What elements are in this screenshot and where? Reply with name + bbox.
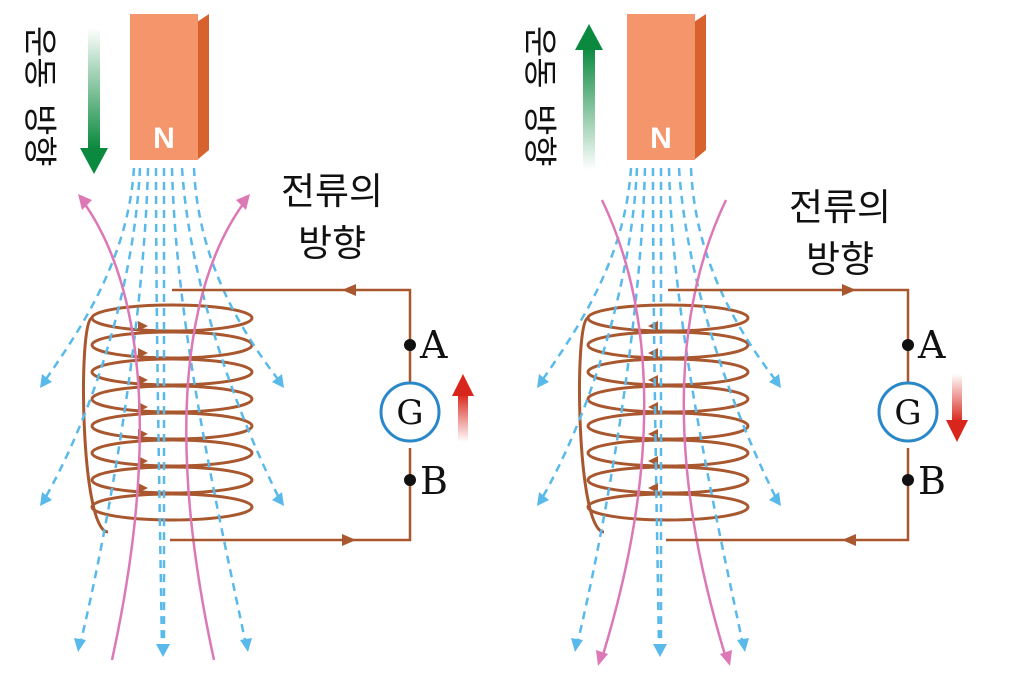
galvanometer: G [877, 381, 939, 443]
motion-arrow-down-icon [80, 28, 108, 174]
panel-right: 운동 방향 N [519, 14, 968, 666]
terminal-b-label: B [420, 459, 448, 503]
motion-label-line2: 방향 [519, 104, 559, 167]
solenoid-coil [578, 303, 750, 534]
magnet-pole-label: N [650, 122, 672, 155]
panel-left: 운동 방향 N [19, 14, 474, 661]
bar-magnet: N [130, 14, 209, 160]
terminal-a-dot [902, 339, 914, 351]
terminal-b-label: B [918, 459, 946, 503]
terminal-b-dot [404, 474, 416, 486]
motion-label-left: 운동 방향 [19, 26, 59, 167]
galvanometer: G [379, 381, 441, 443]
terminal-a-label: A [917, 323, 946, 367]
magnet-field-lines [539, 167, 779, 651]
current-label-line1: 전류의 [281, 170, 383, 213]
galvanometer-label: G [396, 393, 423, 433]
motion-label-line2: 방향 [19, 104, 59, 167]
bar-magnet: N [627, 14, 706, 160]
magnet-field-lines [42, 167, 282, 651]
current-arrow-up-icon [452, 374, 474, 442]
galvanometer-label: G [894, 393, 921, 433]
motion-arrow-up-icon [575, 24, 603, 170]
solenoid-coil [82, 303, 254, 534]
motion-label-line1: 운동 [19, 26, 59, 89]
current-label-line2: 방향 [806, 238, 874, 281]
magnet-pole-label: N [153, 122, 175, 155]
terminal-a-dot [404, 339, 416, 351]
current-label-line2: 방향 [298, 222, 366, 265]
induced-field-arrowheads [78, 194, 250, 210]
circuit-arrows-left [342, 284, 356, 546]
current-label-line1: 전류의 [789, 186, 891, 229]
induced-field-lines [80, 199, 248, 661]
circuit-arrows-right [842, 284, 856, 546]
induced-field-lines [600, 199, 728, 659]
motion-label-line1: 운동 [519, 26, 559, 89]
terminal-b-dot [902, 474, 914, 486]
induced-field-arrowheads [596, 650, 732, 666]
motion-label-right: 운동 방향 [519, 26, 559, 167]
terminal-a-label: A [419, 323, 448, 367]
magnet-field-arrowheads [537, 374, 781, 657]
magnet-field-arrowheads [40, 374, 284, 657]
current-arrow-down-icon [946, 374, 968, 442]
